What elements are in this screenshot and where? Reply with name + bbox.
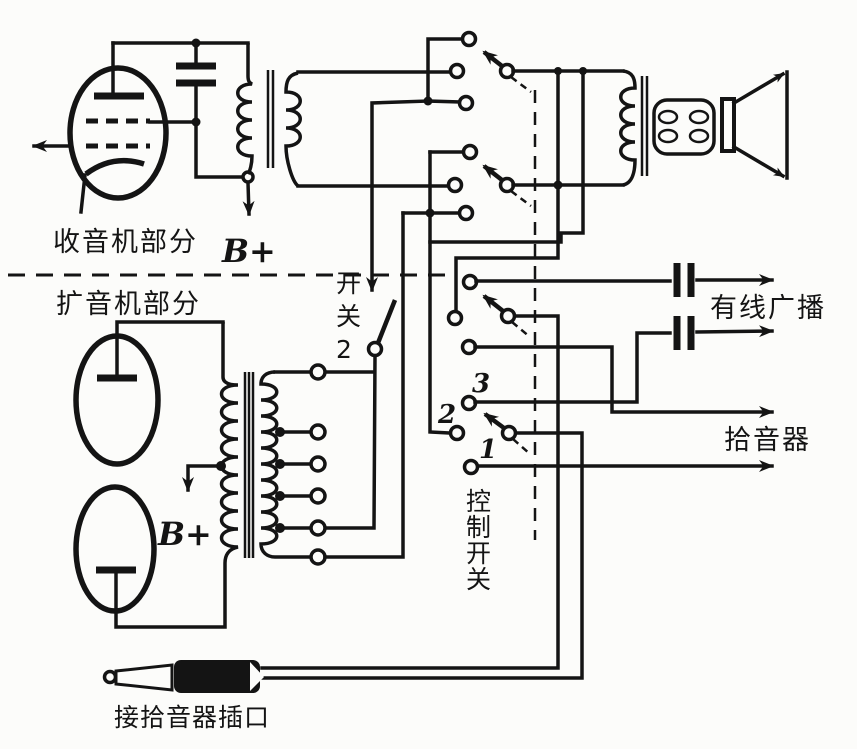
control-switch: 3 2 1 控制开关 有线广播 拾音器 [260,69,826,680]
speaker-magnet [720,97,736,153]
contact-circle [448,424,466,442]
contact-circle [446,176,464,194]
output-stage [511,67,789,190]
rotor-lower-to-plug-wire [260,431,584,680]
contact-circle [462,458,480,476]
voice-coil-loop [657,109,679,125]
gang-tail-dashed [510,76,532,93]
speaker-cone-edge [731,71,786,106]
pickup-jack-label: 接拾音器插口 [114,703,270,732]
wired-broadcast-label: 有线广播 [710,293,826,324]
voice-coil-loop [688,109,710,125]
radio-section: B+ 收音机部分 [32,38,452,270]
primary-coil [236,43,254,175]
plug-notch [250,662,264,691]
output-transformer [619,69,716,187]
contact-circle [448,62,466,80]
terminal [309,363,327,381]
voice-coil-loop [688,128,710,144]
contact-circle [457,204,475,222]
contact2-feed-line [428,150,452,435]
voice-coil-box [652,98,716,156]
tap-dot [275,491,285,501]
b-plus-arrow-radio [242,181,255,216]
position-1-label: 1 [479,435,497,465]
radio-section-label: 收音机部分 [53,227,198,258]
rotor-contact [499,307,517,325]
amp-tube1-lead [115,320,225,380]
tap-dot [275,459,285,469]
switch2-contact [366,340,384,358]
voice-coil-loop [657,128,679,144]
radio-tube-envelope [67,65,169,201]
contact-circle [457,94,475,112]
coupling-capacitor [176,41,216,124]
cathode-lead [79,173,87,214]
contact-circle [461,143,479,161]
junction-dot [423,96,433,106]
plug-tip [114,663,174,692]
plug-tip-ring [102,669,118,685]
return-wire [194,120,245,179]
wired-broadcast-outputs: 有线广播 [473,263,826,404]
primary-coil [114,322,239,629]
switch-lever-arrow [482,294,505,313]
contact-circle [446,309,464,327]
speaker [720,70,789,180]
switch-lever-arrow [482,50,504,68]
pickup-label: 拾音器 [724,425,811,456]
secondary-coil [284,71,302,188]
tap-dot [275,427,285,437]
switch2-to-tap5-wire [324,354,377,530]
rotor-contact [500,424,518,442]
interstage-transformer [236,43,302,188]
gang-tail-dashed [512,438,531,455]
primary-coil [619,69,637,187]
contact-circle [460,30,478,48]
gang-tail-dashed [510,190,532,207]
terminal [309,455,327,473]
switch-lever-arrow [482,164,504,182]
gang-tail-dashed [511,321,531,338]
wafer1-bottom-feed [426,99,461,104]
position-2-label: 2 [437,400,456,430]
output-wire [473,331,672,404]
secondary-coil [259,370,311,559]
terminal [309,487,327,505]
pickup-outputs: 拾音器 [473,345,811,472]
tap-dot [275,523,285,533]
output-arrow [695,325,774,338]
terminal [309,519,327,537]
wafer1-top-feed [426,37,465,103]
b-plus-label-radio: B+ [221,232,276,270]
speaker-cone-edge [731,144,786,179]
amplifier-section: 扩音机部分 [56,211,405,629]
terminal [309,548,327,566]
plug-body [174,660,260,693]
feed-line-a [428,69,585,244]
feed-line-b [454,69,560,313]
position-3-label: 3 [472,369,490,399]
rotor-upper-to-plug-wire [260,314,560,670]
amp-section-label: 扩音机部分 [56,289,201,320]
cathode-arc [84,157,145,177]
tap6-wire [323,211,405,559]
junction-dot [425,208,435,218]
switch2-lever [375,299,398,344]
control-switch-label: 控制开关 [466,487,491,594]
terminal [309,423,327,441]
amp-output-transformer: B+ [114,322,327,629]
output-arrow-wire [473,345,774,418]
b-plus-label-amp: B+ [157,515,212,553]
selector-switch-top [366,30,537,540]
b-plus-arrow-amp [182,464,223,492]
switch2-feed-wire [366,99,430,292]
switch-lever-arrow [483,412,506,430]
pickup-plug: 接拾音器插口 [102,660,270,732]
